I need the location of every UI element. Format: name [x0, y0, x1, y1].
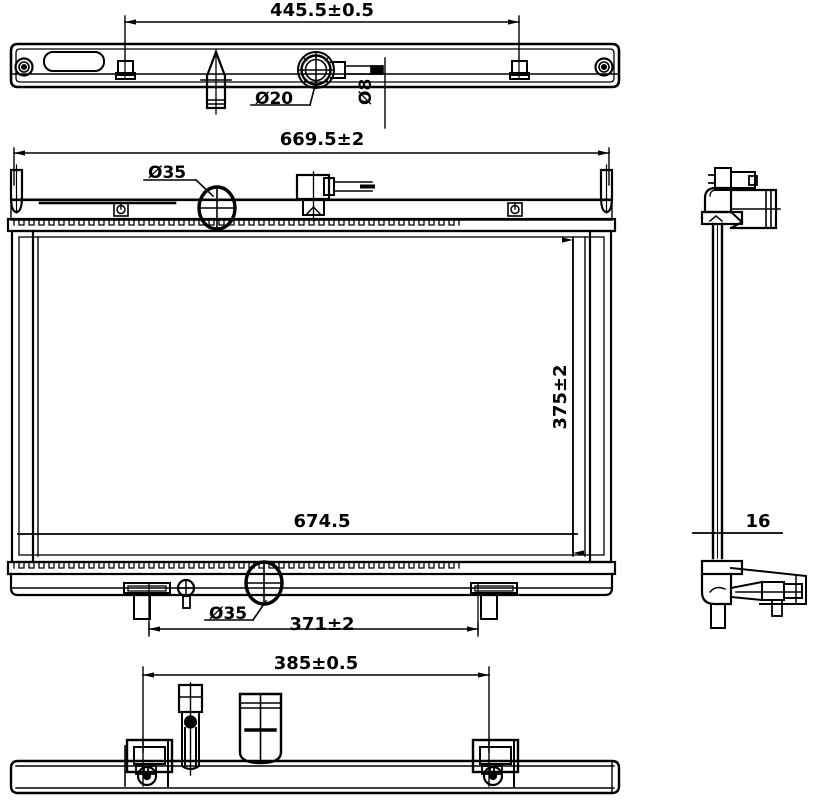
top-centre-spigot — [200, 48, 232, 115]
sensor-connector — [295, 171, 375, 222]
top-view-body — [9, 42, 621, 115]
leader-top-port-diameter — [250, 81, 317, 106]
top-mount-tab-left — [115, 60, 136, 80]
tank-marker-right — [507, 202, 523, 217]
side-view — [692, 167, 807, 629]
dimension-top-mount-span — [124, 15, 520, 63]
tank-marker-left — [113, 202, 129, 217]
bottom-rail — [9, 759, 621, 795]
leader-inlet-diameter-upper — [143, 178, 215, 198]
inlet-neck-left — [9, 164, 24, 214]
bottom-mount-right — [471, 738, 520, 787]
upper-tank — [6, 171, 617, 233]
dimension-label-lower-mount-span: 371±2 — [289, 614, 354, 635]
dimension-label-top-mount-span: 445.5±0.5 — [270, 0, 374, 21]
dimension-label-overall-width: 669.5±2 — [280, 129, 365, 150]
dimension-label-core-width: 674.5 — [294, 511, 351, 532]
dimension-overall-width — [13, 147, 610, 186]
side-bottom-fitting — [700, 559, 807, 629]
inlet-neck-right — [599, 164, 614, 214]
dimension-label-outlet-diameter: Ø35 — [209, 604, 247, 624]
dimension-label-core-height: 375±2 — [550, 364, 571, 429]
dimension-lower-mount-span — [148, 622, 479, 637]
side-core — [711, 222, 724, 560]
inlet-port-upper — [197, 185, 237, 231]
leader-outlet-diameter-lower — [204, 599, 268, 622]
bottom-mount-left — [124, 738, 174, 787]
dimension-label-core-thickness: 16 — [745, 511, 770, 532]
lower-mount-left — [123, 582, 171, 634]
bottom-view — [9, 666, 621, 795]
drain-plug — [176, 578, 196, 609]
dimension-label-inlet-diameter: Ø35 — [148, 163, 186, 183]
outlet-port-lower — [244, 560, 284, 606]
side-top-fitting — [700, 167, 781, 230]
dimension-label-top-pipe-diameter: Ø8 — [356, 79, 376, 105]
dimension-label-top-port-diameter: Ø20 — [255, 89, 293, 109]
top-view — [9, 15, 621, 129]
bottom-upright-fitting — [177, 682, 204, 776]
top-mount-tab-right — [509, 60, 530, 80]
bottom-filler-tube — [238, 692, 283, 765]
dimension-bottom-mount-span — [142, 666, 490, 753]
front-view — [6, 147, 617, 637]
lower-tank — [6, 560, 617, 597]
dimension-label-bottom-mount-span: 385±0.5 — [274, 653, 359, 674]
